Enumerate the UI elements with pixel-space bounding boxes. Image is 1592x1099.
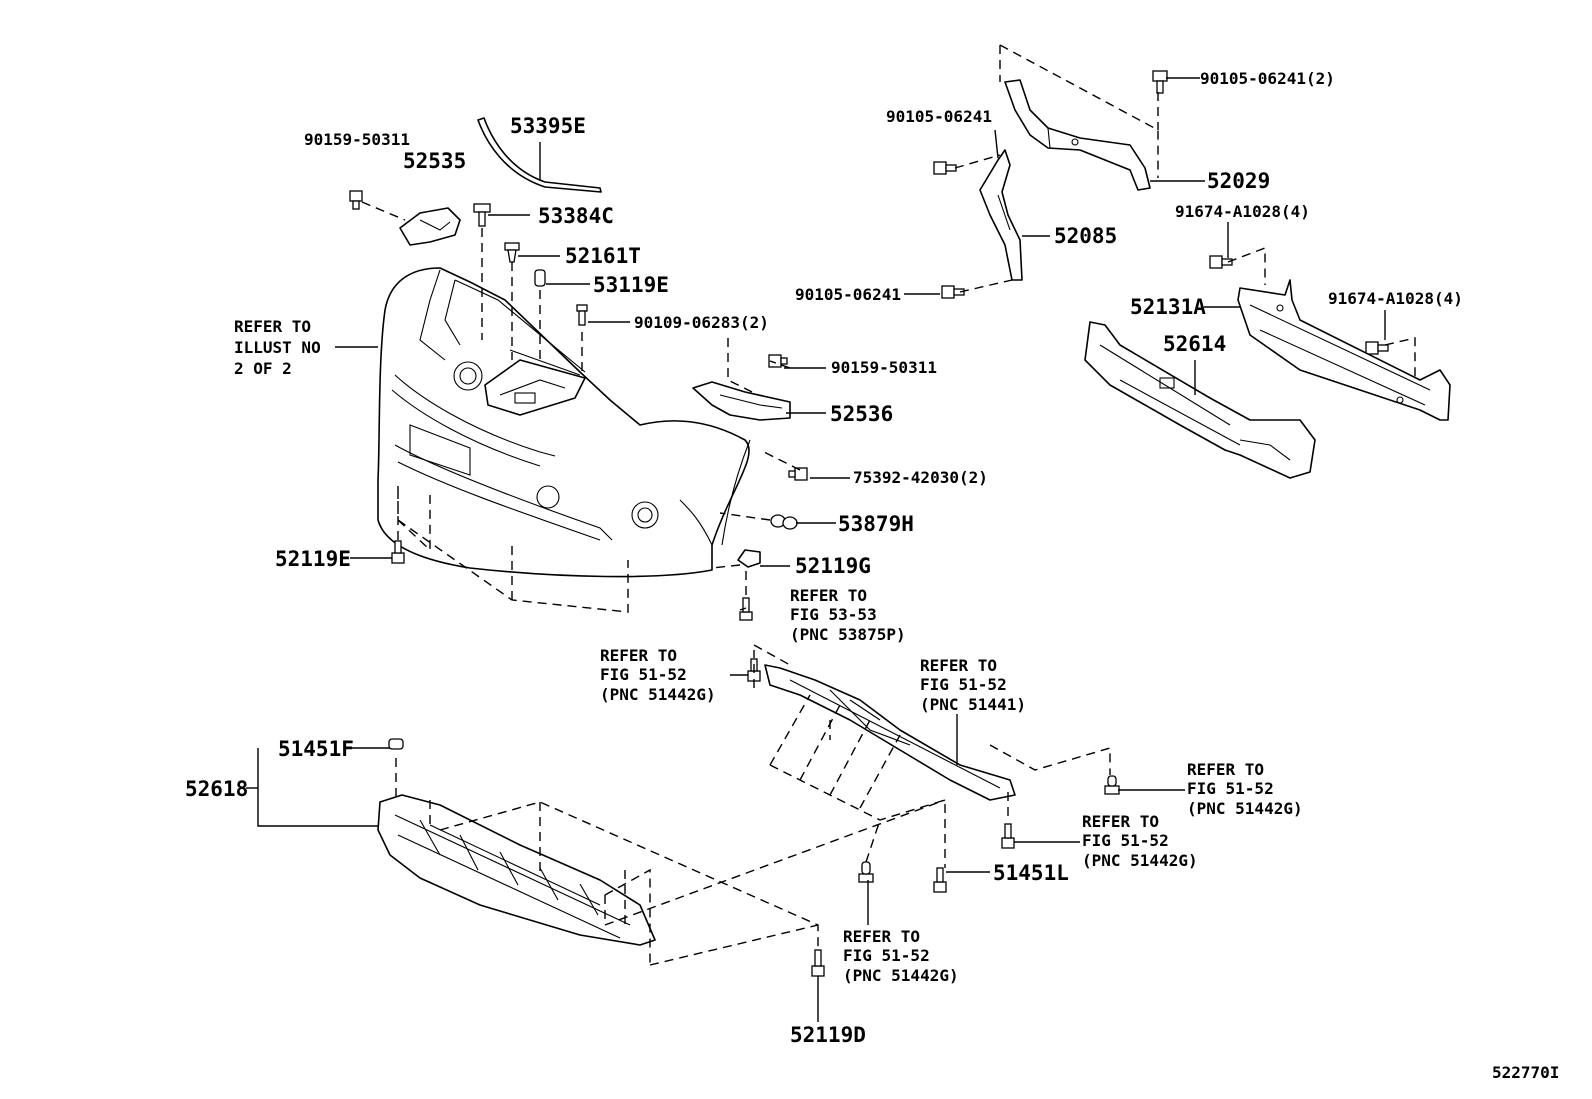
fastener-screws [349,190,808,621]
refer-51442G-bottom-line3: (PNC 51442G) [843,966,959,985]
refer-51442G-rm-line1: REFER TO [1082,812,1159,831]
reinforcement-52131A [1237,279,1451,421]
label-52085: 52085 [1054,224,1117,248]
lower-dashed-lines [395,644,1111,966]
refer-51441-line1: REFER TO [920,656,997,675]
refer-53875P-line3: (PNC 53875P) [790,625,906,644]
refer-51442G-left-line1: REFER TO [600,646,677,665]
molding-53395E [477,117,602,193]
label-53384C: 53384C [538,204,614,228]
refer-51441-line3: (PNC 51441) [920,695,1026,714]
refer-51442G-left-line2: FIG 51-52 [600,665,687,684]
label-52535: 52535 [403,149,466,173]
label-51451L: 51451L [993,861,1069,885]
reinforcement-fasteners [933,70,1389,355]
refer-51442G-bottom-line2: FIG 51-52 [843,946,930,965]
label-91674-A1028-right: 91674-A1028(4) [1328,289,1463,308]
upper-support-52029 [1004,79,1151,191]
clip-53879H [770,514,798,530]
label-90109-06283: 90109-06283(2) [634,313,769,332]
label-90105-06241-bottom: 90105-06241 [795,285,901,304]
label-53119E: 53119E [593,273,669,297]
refer-51442G-rt-line3: (PNC 51442G) [1187,799,1303,818]
refer-51442G-rt-line2: FIG 51-52 [1187,779,1274,798]
bracket-52535 [399,207,461,246]
label-52131A: 52131A [1130,295,1206,319]
diagram-id: 522770I [1492,1063,1559,1082]
refer-illust-line3: 2 OF 2 [234,359,292,378]
label-52119E: 52119E [275,547,351,571]
label-90159-50311-right: 90159-50311 [831,358,937,377]
label-52119G: 52119G [795,554,871,578]
label-90105-06241-top: 90105-06241 [886,107,992,126]
label-91674-A1028-left: 91674-A1028(4) [1175,202,1310,221]
refer-51442G-bottom-line1: REFER TO [843,927,920,946]
refer-53875P-line2: FIG 53-53 [790,605,877,624]
bracket-52536 [692,381,791,421]
leader-lines [246,77,1386,1022]
label-90159-50311-top: 90159-50311 [304,130,410,149]
lower-fasteners [388,658,1120,977]
lower-cover-52618 [377,794,656,946]
front-bumper-cover [377,267,751,578]
refer-51442G-rm-line2: FIG 51-52 [1082,831,1169,850]
label-51451F: 51451F [278,737,354,761]
label-90105-06241-2: 90105-06241(2) [1200,69,1335,88]
refer-51441-line2: FIG 51-52 [920,675,1007,694]
refer-51442G-left-line3: (PNC 51442G) [600,685,716,704]
side-support-52085 [979,149,1023,281]
lower-center-support [764,664,1016,801]
label-52536: 52536 [830,402,893,426]
refer-illust-line1: REFER TO [234,317,311,336]
clip-52119G [737,549,761,568]
part-labels: 53395E 90159-50311 52535 53384C 52161T 5… [185,69,1559,1082]
reinforcement-dashed-lines [954,44,1416,385]
absorber-52614 [1084,321,1316,479]
refer-53875P-line1: REFER TO [790,586,867,605]
label-52119D: 52119D [790,1023,866,1047]
label-52161T: 52161T [565,244,641,268]
bumper-dashed-lines [361,201,801,613]
label-52029: 52029 [1207,169,1270,193]
label-75392-42030: 75392-42030(2) [853,468,988,487]
label-52618: 52618 [185,777,248,801]
label-52614: 52614 [1163,332,1226,356]
refer-illust-line2: ILLUST NO [234,338,321,357]
refer-51442G-rm-line3: (PNC 51442G) [1082,851,1198,870]
label-53879H: 53879H [838,512,914,536]
refer-51442G-rt-line1: REFER TO [1187,760,1264,779]
label-53395E: 53395E [510,114,586,138]
